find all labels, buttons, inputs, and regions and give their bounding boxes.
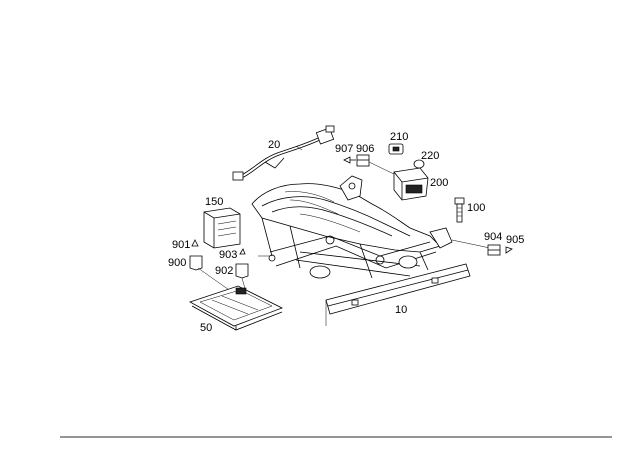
part-905-screw[interactable] [505,246,513,254]
part-902-connector[interactable] [235,263,249,293]
part-901-clip[interactable] [191,239,199,247]
label-901: 901 [172,239,190,251]
label-907: 907 [335,143,353,155]
part-150-bracket[interactable] [203,207,241,249]
part-100-bolt[interactable] [454,197,465,223]
label-200: 200 [430,177,448,189]
part-50-base-plate[interactable] [189,285,283,331]
part-903-clip[interactable] [239,248,246,255]
label-150: 150 [205,196,223,208]
part-907-screw[interactable] [343,156,356,164]
part-906-clip[interactable] [356,154,399,177]
label-900: 900 [168,257,186,269]
label-20: 20 [268,139,280,151]
label-903: 903 [219,249,237,261]
part-200-control-module[interactable] [393,167,429,201]
label-904: 904 [484,231,502,243]
label-50: 50 [200,322,212,334]
part-904-connector[interactable] [487,244,501,256]
part-210-sensor[interactable] [388,143,404,155]
label-100: 100 [467,202,485,214]
label-220: 220 [421,150,439,162]
label-902: 902 [215,265,233,277]
part-10-seat-rail[interactable] [325,263,471,326]
part-20-wiring-harness[interactable] [232,125,335,181]
part-900-connector[interactable] [189,255,233,293]
label-210: 210 [390,131,408,143]
label-905: 905 [506,234,524,246]
label-906: 906 [356,143,374,155]
label-10: 10 [395,304,407,316]
seat-frame-assembly[interactable] [251,175,491,279]
